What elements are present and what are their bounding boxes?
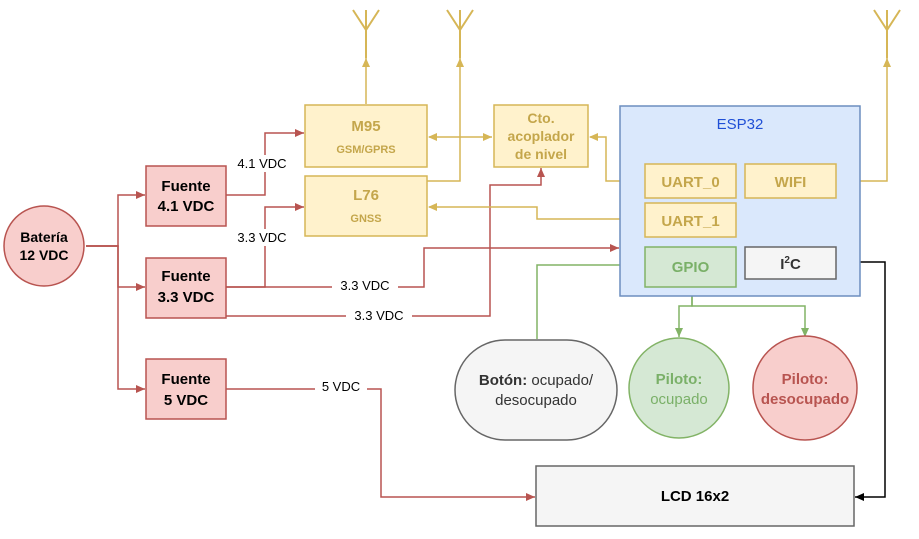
esp32-title: ESP32 bbox=[717, 116, 764, 133]
uart0-port: UART_0 bbox=[644, 163, 737, 199]
uart1-port: UART_1 bbox=[644, 202, 737, 238]
button-label-line2: desocupado bbox=[495, 392, 577, 409]
psu-4v1-line2: 4.1 VDC bbox=[158, 198, 215, 215]
m95-title: M95 bbox=[351, 118, 380, 135]
wire-label-5v: 5 VDC bbox=[315, 378, 367, 395]
wire-label-3v3-l76-text: 3.3 VDC bbox=[237, 230, 286, 245]
wire-label-4v1-text: 4.1 VDC bbox=[237, 156, 286, 171]
led-free: Piloto: desocupado bbox=[752, 335, 858, 441]
l76-title: L76 bbox=[353, 187, 379, 204]
led-busy-line2: ocupado bbox=[650, 391, 708, 408]
antenna-icon bbox=[873, 9, 901, 58]
wire-psu33-to-esp32 bbox=[226, 244, 619, 288]
led-busy: Piloto: ocupado bbox=[628, 337, 730, 439]
uart1-label: UART_1 bbox=[661, 213, 719, 230]
uart0-label: UART_0 bbox=[661, 174, 719, 191]
wire-psu33-to-l76 bbox=[226, 203, 304, 288]
wifi-port: WIFI bbox=[744, 163, 837, 199]
antenna-icon bbox=[352, 9, 380, 58]
level-shifter-line1: Cto. bbox=[527, 110, 554, 126]
level-shifter: Cto. acoplador de nivel bbox=[493, 104, 589, 168]
button-label-line1: Botón: ocupado/ bbox=[479, 372, 594, 389]
wire-label-3v3-l76: 3.3 VDC bbox=[229, 229, 295, 246]
lcd-display: LCD 16x2 bbox=[535, 465, 855, 527]
wire-label-3v3-shifter-text: 3.3 VDC bbox=[354, 308, 403, 323]
button-node: Botón: ocupado/ desocupado bbox=[454, 339, 618, 441]
gpio-port: GPIO bbox=[644, 246, 737, 288]
battery-label-line1: Batería bbox=[20, 229, 68, 245]
psu-5v-line1: Fuente bbox=[161, 371, 210, 388]
wire-label-5v-text: 5 VDC bbox=[322, 379, 360, 394]
level-shifter-line3: de nivel bbox=[515, 146, 567, 162]
psu-3v3-line1: Fuente bbox=[161, 268, 210, 285]
wire-l76-antenna bbox=[427, 58, 464, 182]
wire-battery-to-psu33 bbox=[86, 245, 145, 291]
wire-label-3v3-esp: 3.3 VDC bbox=[332, 277, 398, 294]
led-busy-line1: Piloto: bbox=[656, 371, 703, 388]
psu-4v1: Fuente 4.1 VDC bbox=[145, 165, 227, 227]
wire-label-3v3-shifter: 3.3 VDC bbox=[346, 307, 412, 324]
psu-5v-line2: 5 VDC bbox=[164, 392, 208, 409]
wire-l76-uart1 bbox=[428, 203, 644, 223]
wire-battery-to-psu41 bbox=[86, 191, 145, 247]
wire-battery-to-psu5 bbox=[86, 245, 145, 393]
battery-label-line2: 12 VDC bbox=[19, 247, 68, 263]
wire-button-gpio bbox=[536, 261, 644, 339]
i2c-label: I2C bbox=[780, 255, 801, 273]
led-free-line2: desocupado bbox=[761, 391, 849, 408]
psu-4v1-line1: Fuente bbox=[161, 178, 210, 195]
wire-label-3v3-esp-text: 3.3 VDC bbox=[340, 278, 389, 293]
psu-5v: Fuente 5 VDC bbox=[145, 358, 227, 420]
gpio-wires bbox=[536, 261, 809, 339]
lcd-label: LCD 16x2 bbox=[661, 488, 729, 505]
psu-3v3-line2: 3.3 VDC bbox=[158, 289, 215, 306]
gpio-label: GPIO bbox=[672, 259, 710, 276]
wire-gpio-led-free bbox=[691, 288, 809, 337]
battery-node: Batería 12 VDC bbox=[3, 205, 85, 287]
antenna-icon bbox=[446, 9, 474, 58]
m95-module: M95 GSM/GPRS bbox=[304, 104, 428, 168]
wire-psu5-to-lcd bbox=[226, 388, 535, 501]
i2c-port: I2C bbox=[744, 246, 837, 280]
wire-label-4v1: 4.1 VDC bbox=[229, 155, 295, 172]
psu-3v3: Fuente 3.3 VDC bbox=[145, 257, 227, 319]
l76-subtitle: GNSS bbox=[350, 213, 381, 225]
level-shifter-line2: acoplador bbox=[508, 128, 575, 144]
wifi-label: WIFI bbox=[775, 174, 807, 191]
m95-subtitle: GSM/GPRS bbox=[336, 144, 395, 156]
l76-module: L76 GNSS bbox=[304, 175, 428, 237]
led-free-line1: Piloto: bbox=[782, 371, 829, 388]
